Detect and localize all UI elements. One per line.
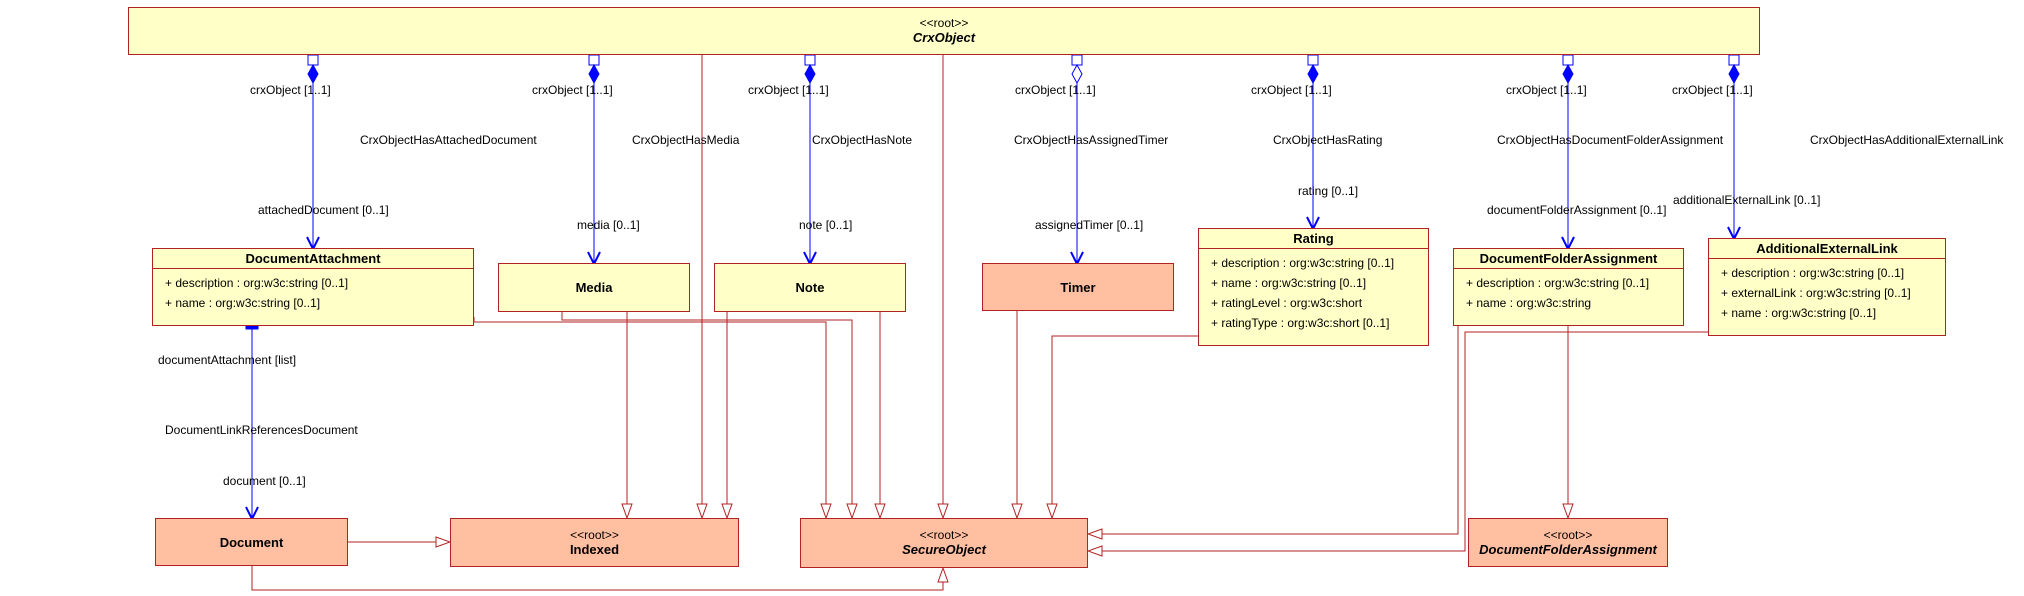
class-timer[interactable]: Timer [982,263,1174,311]
class-documentfolderassignment[interactable]: DocumentFolderAssignment + description :… [1453,248,1684,326]
diamond-5 [1307,63,1319,85]
end-square-7 [1728,54,1740,66]
document-name: Document [219,534,284,550]
documentattachment-attr: + name : org:w3c:string [0..1] [165,296,321,310]
documentfolderassignment-attr: + name : org:w3c:string [1466,296,1592,310]
class-document[interactable]: Document [155,518,348,566]
timer-name: Timer [1060,279,1096,295]
role-label-media: media [0..1] [577,218,640,232]
association-ends [245,54,1740,330]
end-square-3 [804,54,816,66]
association-name-timer: CrxObjectHasAssignedTimer [1014,133,1169,147]
end-square-1 [307,54,319,66]
role-label-crxobject: crxObject [1..1] [748,83,829,97]
end-square-6 [1562,54,1574,66]
association-name-ael: CrxObjectHasAdditionalExternalLink [1810,133,2004,147]
class-additionalexternallink[interactable]: AdditionalExternalLink + description : o… [1708,238,1946,336]
crxobject-stereotype: <<root>> [919,16,969,30]
rating-attr: + ratingType : org:w3c:short [0..1] [1211,316,1390,330]
association-name-media: CrxObjectHasMedia [632,133,740,147]
class-documentfolderassignment-root[interactable]: <<root>> DocumentFolderAssignment [1468,518,1668,567]
crxobject-name: CrxObject [912,30,976,45]
generalization-lines [251,55,1708,591]
role-label-attached: attachedDocument [0..1] [258,203,389,217]
association-lines [252,70,1734,518]
class-media[interactable]: Media [498,263,690,312]
diamond-4 [1071,63,1083,85]
role-label-documentattachment: documentAttachment [list] [158,353,297,367]
role-label-crxobject: crxObject [1..1] [1672,83,1753,97]
role-label-ael: additionalExternalLink [0..1] [1673,193,1821,207]
secureobject-name: SecureObject [902,542,986,557]
diamond-1 [307,63,319,85]
rating-attr: + description : org:w3c:string [0..1] [1211,256,1395,270]
class-indexed[interactable]: <<root>> Indexed [450,518,739,567]
rating-attr: + ratingLevel : org:w3c:short [1211,296,1363,310]
diamond-3 [804,63,816,85]
dfa-root-name: DocumentFolderAssignment [1479,541,1657,557]
note-name: Note [795,280,825,295]
documentattachment-name: DocumentAttachment [153,249,473,269]
secureobject-stereotype: <<root>> [919,528,969,542]
role-label-crxobject: crxObject [1..1] [1251,83,1332,97]
role-label-crxobject: crxObject [1..1] [1015,83,1096,97]
documentfolderassignment-attr: + description : org:w3c:string [0..1] [1466,276,1650,290]
role-label-crxobject: crxObject [1..1] [532,83,613,97]
association-name-dfa: CrxObjectHasDocumentFolderAssignment [1497,133,1724,147]
end-square-2 [588,54,600,66]
additionalexternallink-name: AdditionalExternalLink [1709,239,1945,259]
class-documentattachment[interactable]: DocumentAttachment + description : org:w… [152,248,474,326]
gen-rating-secure [1052,335,1198,518]
diamond-2 [588,63,600,85]
documentattachment-attr: + description : org:w3c:string [0..1] [165,276,349,290]
dfa-root-stereotype: <<root>> [1543,527,1593,542]
association-name-doclink: DocumentLinkReferencesDocument [165,423,358,437]
class-secureobject[interactable]: <<root>> SecureObject [800,518,1088,568]
class-crxobject[interactable]: <<root>> CrxObject [128,7,1760,55]
end-square-4 [1071,54,1083,66]
class-note[interactable]: Note [714,263,906,312]
indexed-stereotype: <<root>> [570,527,619,542]
gen-document-secure [251,566,943,591]
rating-name: Rating [1199,229,1428,249]
role-label-dfa: documentFolderAssignment [0..1] [1487,203,1667,217]
role-label-document: document [0..1] [223,474,306,488]
gen-ael-secure [1088,331,1708,551]
role-label-crxobject: crxObject [1..1] [250,83,331,97]
gen-docattach-secure [473,317,826,518]
additionalexternallink-attr: + description : org:w3c:string [0..1] [1721,266,1905,280]
class-rating[interactable]: Rating + description : org:w3c:string [0… [1198,228,1429,346]
gen-dfa-secure [1088,326,1459,534]
role-label-timer: assignedTimer [0..1] [1035,218,1144,232]
media-name: Media [575,280,613,295]
gen-media-secure [561,312,852,518]
indexed-name: Indexed [569,541,620,557]
role-label-rating: rating [0..1] [1298,184,1359,198]
role-label-note: note [0..1] [799,218,853,232]
documentfolderassignment-name: DocumentFolderAssignment [1454,249,1683,269]
association-name-attached: CrxObjectHasAttachedDocument [360,133,537,147]
association-name-note: CrxObjectHasNote [812,133,913,147]
additionalexternallink-attr: + name : org:w3c:string [0..1] [1721,306,1877,320]
diamond-7 [1728,63,1740,85]
diamond-6 [1562,63,1574,85]
role-label-crxobject: crxObject [1..1] [1506,83,1587,97]
association-name-rating: CrxObjectHasRating [1273,133,1383,147]
additionalexternallink-attr: + externalLink : org:w3c:string [0..1] [1721,286,1911,300]
rating-attr: + name : org:w3c:string [0..1] [1211,276,1367,290]
end-square-5 [1307,54,1319,66]
